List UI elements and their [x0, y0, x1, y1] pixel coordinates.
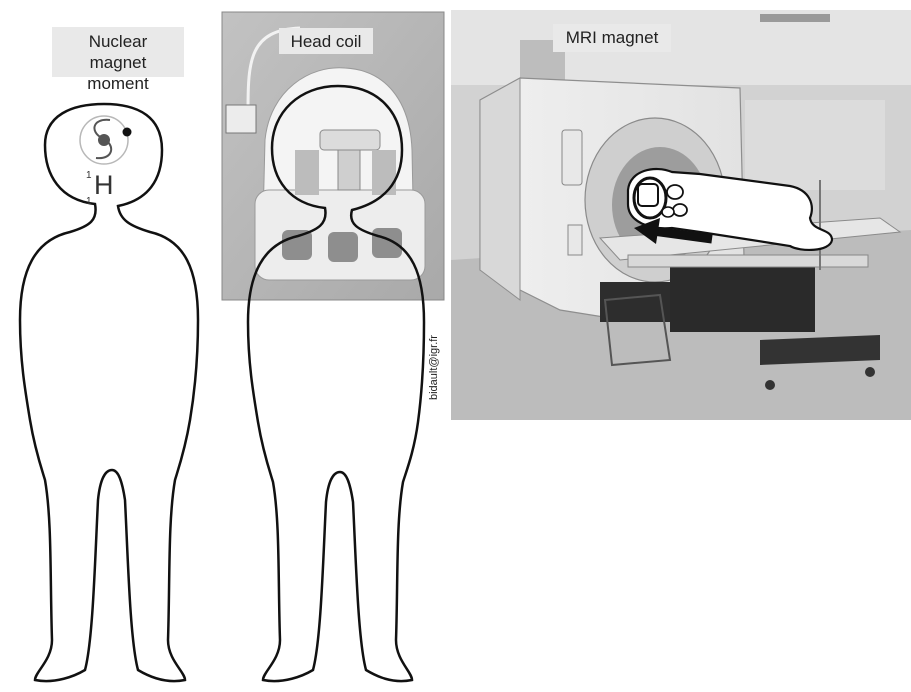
- nuclear-label-line1: Nuclear: [58, 31, 178, 52]
- nuclear-magnet-moment-label: Nuclear magnet moment: [52, 27, 184, 77]
- hydrogen-symbol: H: [94, 170, 114, 201]
- head-coil-label: Head coil: [279, 28, 373, 54]
- mri-magnet-photo: [451, 10, 911, 420]
- mri-magnet-label: MRI magnet: [553, 24, 671, 52]
- nuclear-label-line2: magnet moment: [58, 52, 178, 94]
- hydrogen-atomic-number: 1: [86, 196, 92, 207]
- hydrogen-mass-number: 1: [86, 170, 92, 181]
- credit-text: bidault@igr.fr: [428, 300, 442, 400]
